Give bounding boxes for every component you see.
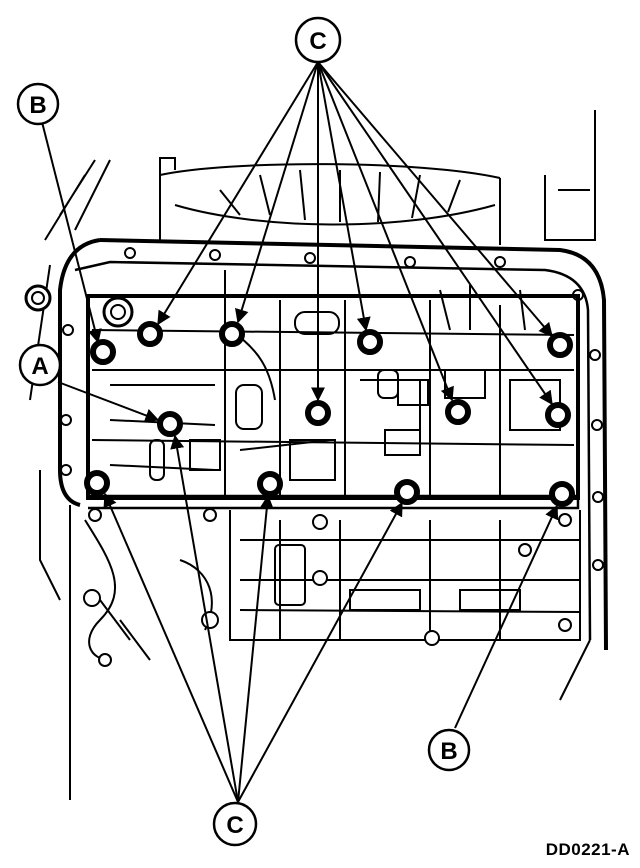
leader-b-bottom xyxy=(454,504,559,729)
callout-b-bottom: B xyxy=(427,728,471,772)
callout-b-top: B xyxy=(16,82,60,126)
callout-label: B xyxy=(440,738,457,765)
bolts-b xyxy=(90,339,575,507)
callout-label: B xyxy=(29,92,46,119)
lower-valve-body xyxy=(84,510,581,661)
callout-label: C xyxy=(226,812,243,839)
leaders-c-top xyxy=(157,61,553,406)
transmission-case-top xyxy=(29,110,596,401)
figure-code: DD0221-A xyxy=(545,840,630,859)
leaders-c-bottom xyxy=(103,434,403,803)
callout-label: C xyxy=(309,28,326,55)
lower-bolt-holes xyxy=(83,508,572,667)
callout-c-top: C xyxy=(294,16,342,64)
callout-label: A xyxy=(31,353,48,380)
valve-body-plate xyxy=(86,270,580,510)
callout-a: A xyxy=(18,343,62,387)
valve-body-frame xyxy=(39,238,608,800)
bolts-c xyxy=(84,321,573,505)
leader-a xyxy=(57,381,160,423)
leader-b-top xyxy=(41,121,102,344)
callout-c-bottom: C xyxy=(212,801,258,847)
frame-bolt-holes xyxy=(24,247,604,571)
